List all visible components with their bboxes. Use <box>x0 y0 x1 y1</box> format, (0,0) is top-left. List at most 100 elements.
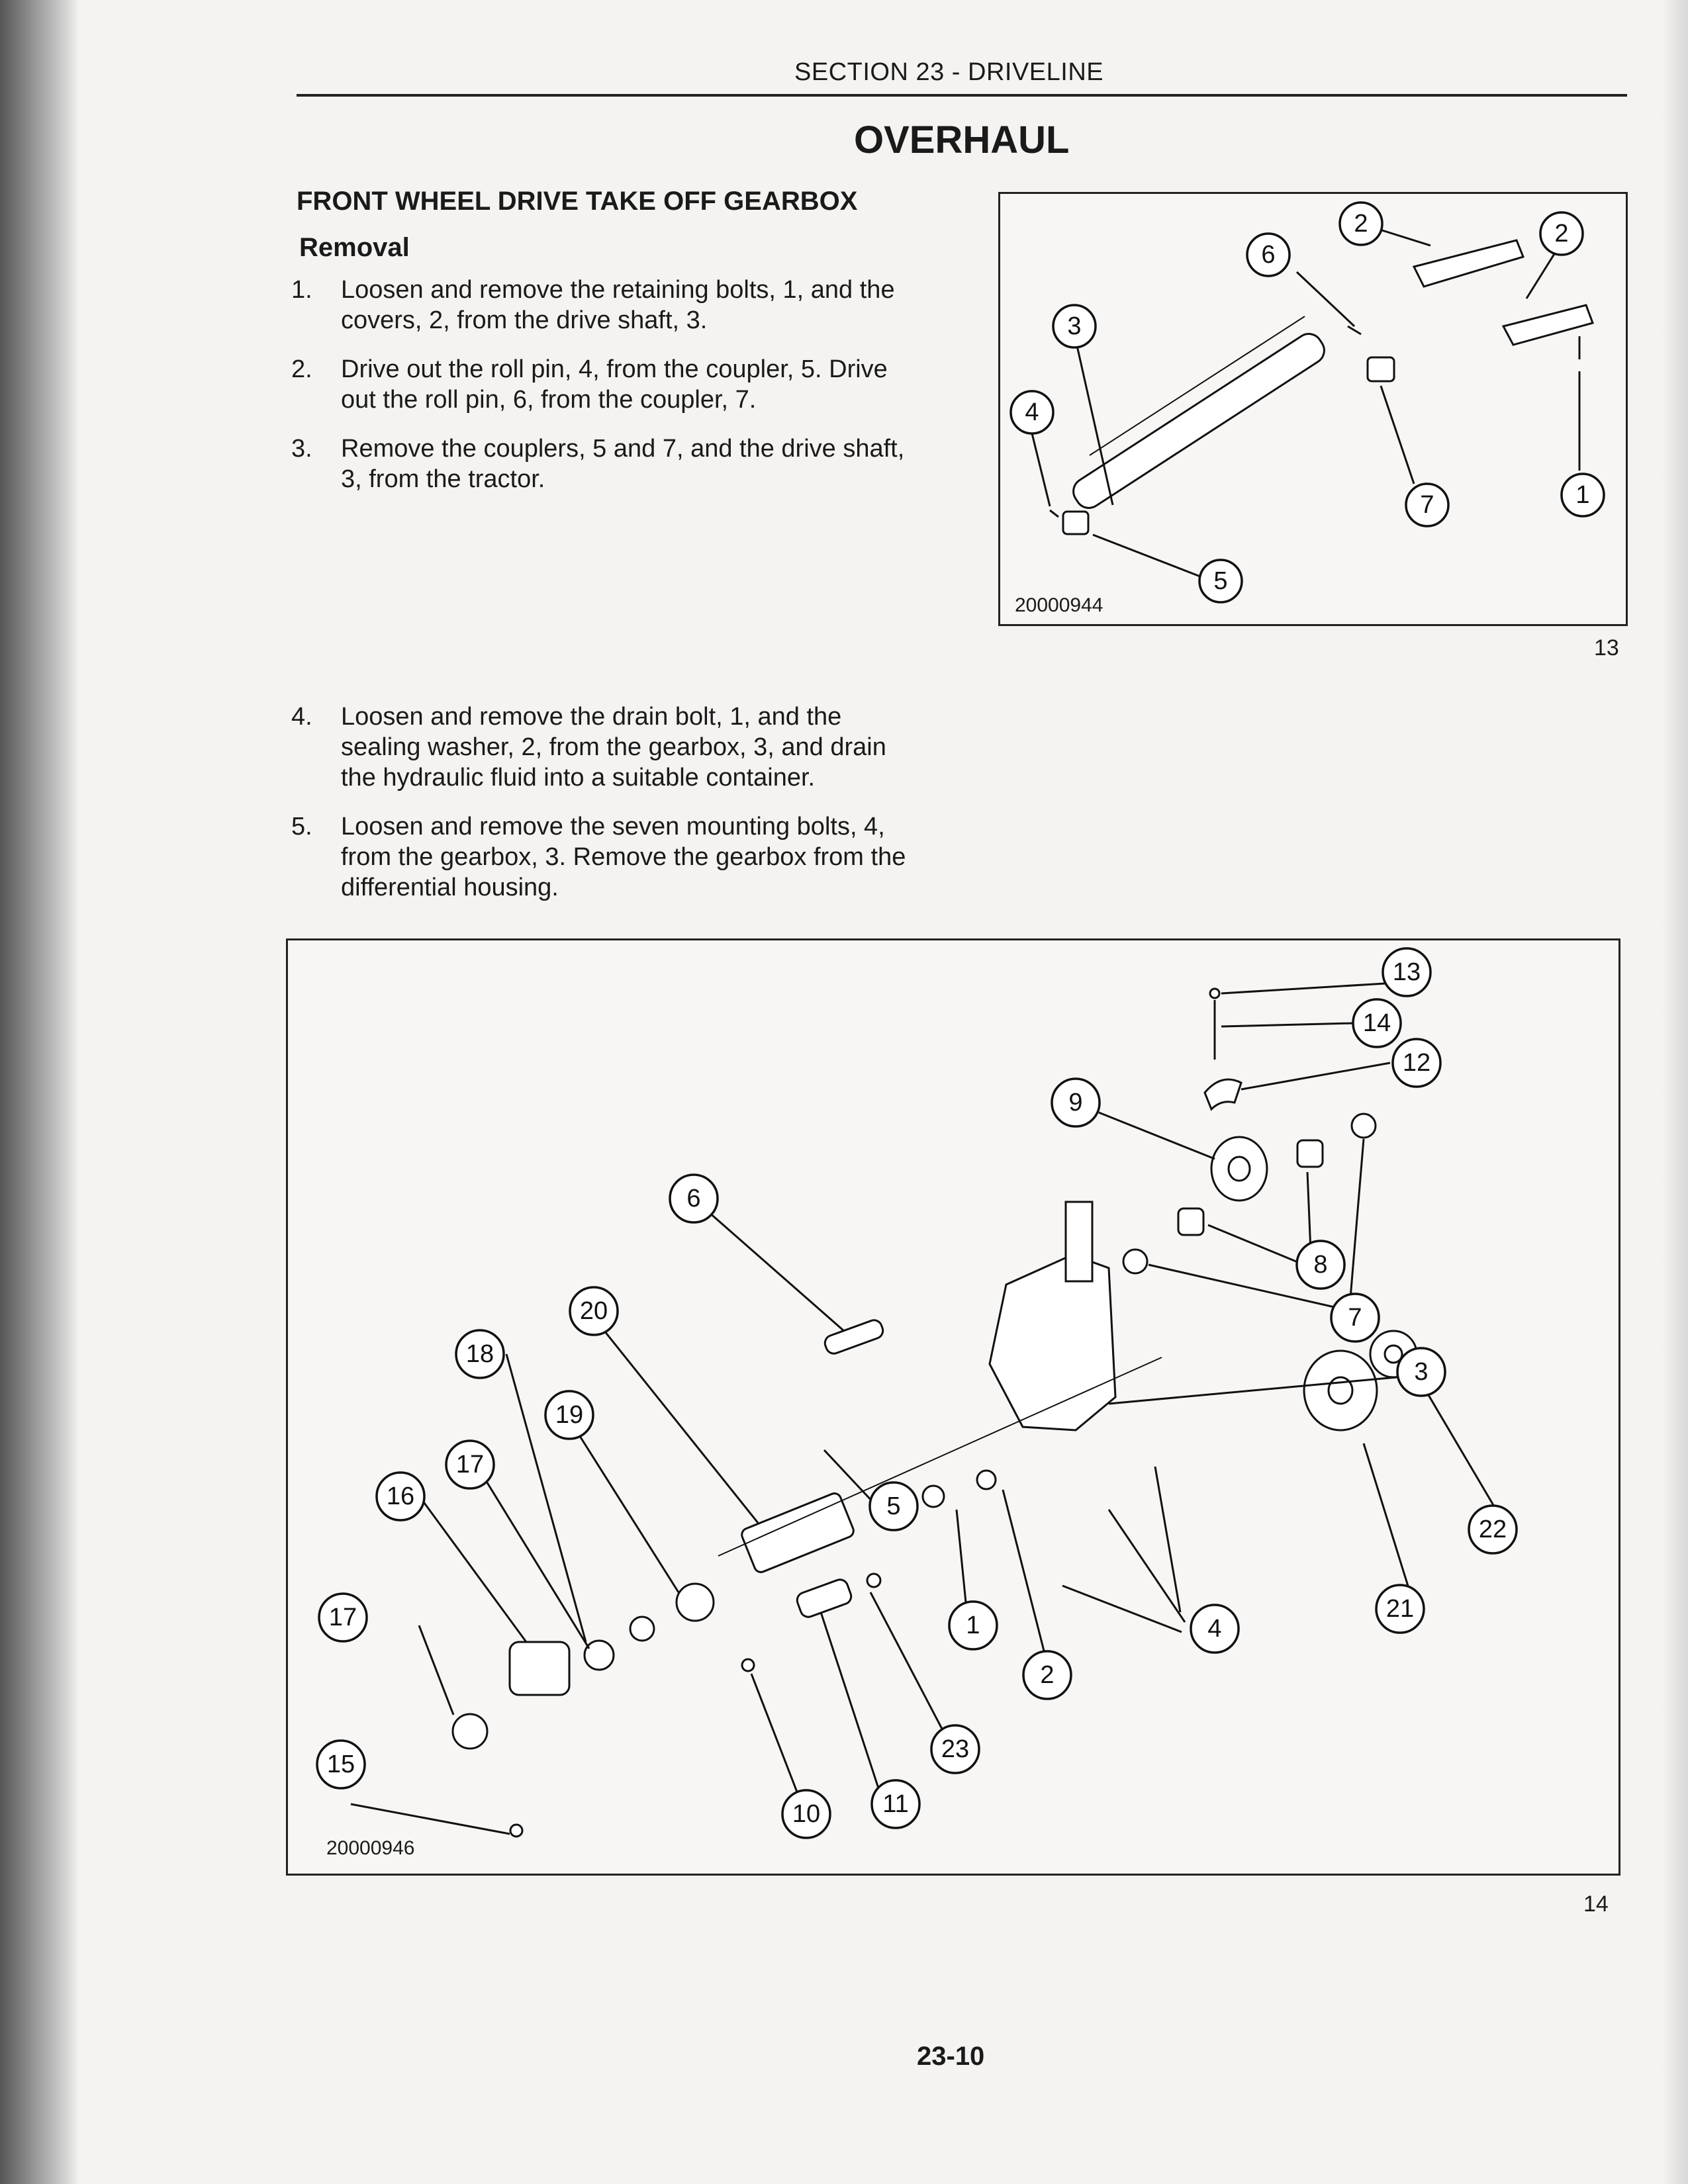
leader-line <box>1207 1224 1305 1266</box>
leader-line <box>955 1509 968 1610</box>
leader-line <box>1031 433 1051 507</box>
callout-circle <box>316 1739 366 1790</box>
leader-line <box>1221 1022 1354 1028</box>
callout-circle <box>868 1481 919 1531</box>
callout-circle <box>1051 1077 1101 1128</box>
callout-circle <box>1405 482 1450 527</box>
callout-19: 19 <box>544 1390 594 1440</box>
callout-circle <box>930 1724 980 1774</box>
callout-15: 15 <box>316 1739 366 1790</box>
figure-gearbox-exploded: 13 14 12 9 8 7 6 20 18 19 17 16 3 5 1 4 … <box>286 938 1620 1876</box>
coupler-5 <box>1062 510 1090 535</box>
callout-18: 18 <box>455 1329 505 1379</box>
callout-label: 6 <box>686 1185 700 1212</box>
page-edge-shadow <box>1662 0 1688 2184</box>
step-number: 3. <box>291 435 312 463</box>
step-item: 5.Loosen and remove the seven mounting b… <box>291 811 927 903</box>
callout-9: 9 <box>1051 1077 1101 1128</box>
callout-23: 23 <box>930 1724 980 1774</box>
roll-pin-4 <box>1049 509 1059 518</box>
callout-2: 2 <box>1338 201 1383 246</box>
callout-label: 21 <box>1386 1595 1414 1623</box>
leader-line <box>823 1449 875 1504</box>
page-number: 23-10 <box>917 2042 985 2071</box>
callout-circle <box>375 1471 426 1522</box>
callout-circle <box>948 1600 998 1651</box>
shaft-centerline <box>1089 316 1305 456</box>
callout-3: 3 <box>1396 1347 1446 1397</box>
callout-label: 11 <box>882 1790 908 1818</box>
callout-label: 17 <box>329 1604 357 1631</box>
leader-line <box>350 1803 510 1835</box>
callout-circle <box>1295 1240 1346 1290</box>
callout-circle <box>1396 1347 1446 1397</box>
callout-7: 7 <box>1330 1293 1380 1343</box>
removal-steps-part1: 1.Loosen and remove the retaining bolts,… <box>291 275 927 513</box>
leader-line <box>708 1210 845 1332</box>
drive-shaft <box>1072 333 1325 509</box>
figure2-callouts: 13 14 12 9 8 7 6 20 18 19 17 16 3 5 1 4 … <box>316 947 1518 1839</box>
leader-line <box>1306 1171 1312 1252</box>
callout-6: 6 <box>1246 232 1291 277</box>
bolt-15 <box>509 1823 524 1838</box>
step-item: 3.Remove the couplers, 5 and 7, and the … <box>291 433 927 494</box>
callout-circle <box>455 1329 505 1379</box>
ring-17-lower <box>451 1713 489 1750</box>
gear-bore <box>1227 1156 1251 1182</box>
callout-label: 19 <box>555 1401 583 1429</box>
callout-label: 7 <box>1420 491 1434 519</box>
washer-7-upper <box>1350 1113 1377 1139</box>
callout-14: 14 <box>1352 998 1402 1048</box>
leader-line <box>505 1353 587 1643</box>
step-text: Loosen and remove the retaining bolts, 1… <box>341 276 895 334</box>
leader-line <box>1108 1376 1397 1405</box>
bolt-10 <box>741 1658 755 1672</box>
callout-label: 2 <box>1354 210 1368 238</box>
bearing-8-upper <box>1296 1139 1324 1168</box>
figure-code: 20000944 <box>1015 594 1103 616</box>
sealing-washer-2 <box>976 1469 997 1490</box>
callout-label: 2 <box>1554 220 1568 248</box>
fitting-11 <box>796 1578 853 1618</box>
drive-shaft-parts <box>1049 239 1594 535</box>
callout-11: 11 <box>870 1779 921 1829</box>
callout-2: 2 <box>1022 1650 1072 1700</box>
gearbox-housing <box>988 1253 1117 1432</box>
callout-label: 7 <box>1348 1304 1362 1332</box>
callout-label: 13 <box>1393 958 1421 986</box>
figure-code: 20000946 <box>326 1837 415 1859</box>
callout-16: 16 <box>375 1471 426 1522</box>
leader-line <box>1154 1466 1182 1613</box>
step-item: 1.Loosen and remove the retaining bolts,… <box>291 275 927 336</box>
roll-pin-6 <box>1347 325 1362 336</box>
step-text: Loosen and remove the drain bolt, 1, and… <box>341 703 886 792</box>
leader-line <box>1062 1584 1182 1633</box>
callout-13: 13 <box>1382 947 1432 997</box>
callout-4: 4 <box>1009 390 1055 435</box>
ring-18 <box>629 1615 655 1642</box>
figure-drive-shaft-exploded: 2 2 6 3 4 7 1 5 20000944 <box>998 192 1628 626</box>
callout-circle <box>569 1286 619 1336</box>
bearing-8-lower <box>1177 1207 1205 1236</box>
leader-line <box>869 1592 945 1732</box>
step-number: 2. <box>291 355 312 383</box>
callout-5: 5 <box>868 1481 919 1531</box>
callout-circle <box>1391 1038 1442 1088</box>
leader-line <box>1380 385 1415 484</box>
bearing-22-bore <box>1383 1344 1403 1364</box>
callout-label: 8 <box>1313 1251 1327 1279</box>
callout-10: 10 <box>781 1789 831 1839</box>
callout-circle <box>1009 390 1055 435</box>
callout-label: 20 <box>580 1297 608 1325</box>
coupler-16 <box>508 1641 571 1696</box>
callout-1: 1 <box>948 1600 998 1651</box>
callout-circle <box>318 1592 368 1643</box>
callout-circle <box>1330 1293 1380 1343</box>
section-title: SECTION 23 - DRIVELINE <box>794 58 1104 86</box>
callout-8: 8 <box>1295 1240 1346 1290</box>
callout-circle <box>870 1779 921 1829</box>
washer-7-lower <box>1122 1248 1149 1275</box>
step-number: 5. <box>291 813 312 841</box>
book-binding-shadow <box>0 0 79 2184</box>
callout-label: 22 <box>1479 1516 1507 1543</box>
